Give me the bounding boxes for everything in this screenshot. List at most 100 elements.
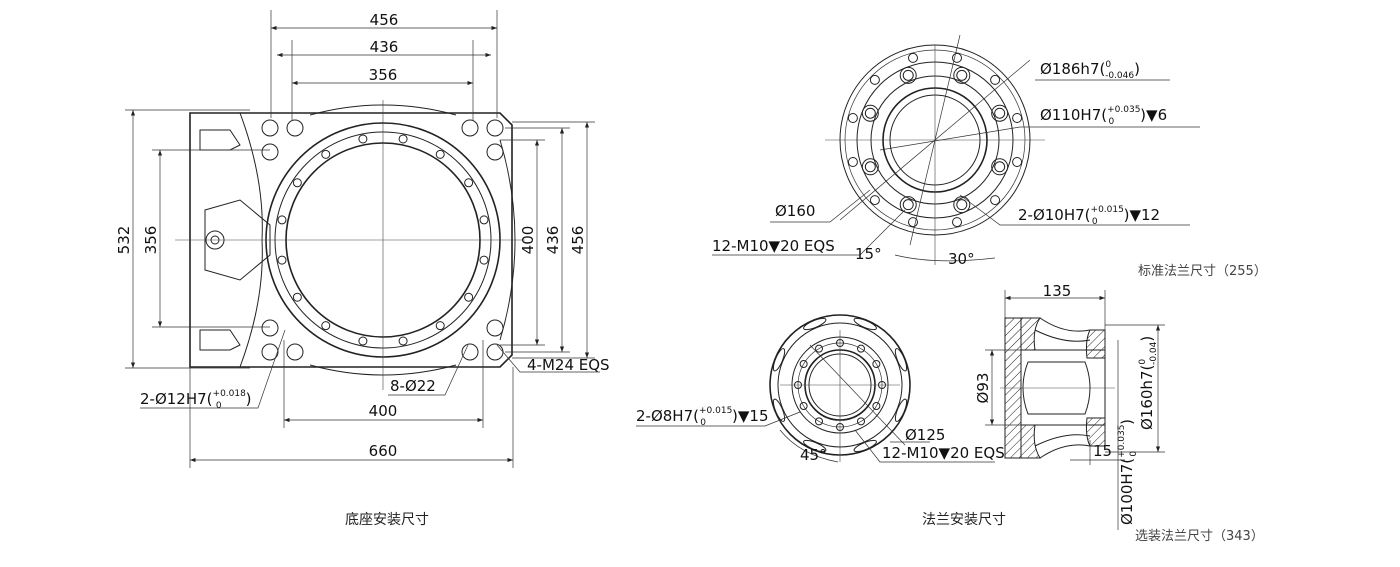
counterbore-hole: [861, 158, 879, 176]
slot: [853, 439, 877, 453]
counterbore-hole: [991, 104, 1009, 122]
dim-356: 356: [369, 66, 398, 84]
dim-400: 400: [369, 402, 398, 420]
bolt-hole: [847, 113, 858, 124]
angle-30: 30°: [948, 250, 975, 268]
counterbore-hole-inner: [956, 199, 968, 211]
dim-660: 660: [369, 442, 398, 460]
dim-532: 532: [115, 226, 133, 255]
bolt-hole: [321, 149, 331, 159]
d160h7-label: Ø160h7(0-0.04): [1138, 336, 1159, 430]
base-view: 456 436 356 532 356 400 436 456 400 660 …: [115, 10, 610, 528]
base-caption: 底座安装尺寸: [345, 512, 429, 528]
dim-400-vertical: 400: [519, 226, 537, 255]
bolt-hole: [799, 402, 808, 410]
bolt-hole: [872, 402, 881, 410]
bolt-hole: [292, 292, 302, 302]
bolt-hole: [435, 321, 445, 331]
counterbore-hole-inner: [864, 161, 876, 173]
counterbore-hole-inner: [864, 107, 876, 119]
bolt-hole: [857, 344, 865, 353]
bolt-hole: [398, 134, 408, 144]
slot: [894, 348, 908, 372]
counterbore-hole-inner: [902, 69, 914, 81]
counterbore-hole: [953, 66, 971, 84]
bolt-hole: [857, 417, 865, 426]
counterbore-hole: [899, 196, 917, 214]
bolt-hole: [321, 321, 331, 331]
bolt-hole: [435, 149, 445, 159]
angle-15: 15°: [855, 245, 882, 263]
dim-356-vertical: 356: [142, 226, 160, 255]
counterbore-hole: [953, 196, 971, 214]
d125-label: Ø125: [905, 426, 945, 444]
counterbore-hole-inner: [994, 161, 1006, 173]
optional-flange-caption: 选装法兰尺寸（343）: [1135, 529, 1264, 544]
bolt-hole: [908, 52, 919, 63]
bolt-hole: [951, 217, 962, 228]
dim-436: 436: [370, 38, 399, 56]
standard-flange-caption: 标准法兰尺寸（255）: [1138, 264, 1267, 279]
bolt-hole: [464, 178, 474, 188]
bolt-hole: [1012, 156, 1023, 167]
dim-456: 456: [370, 11, 399, 29]
dim-436-vertical: 436: [544, 226, 562, 255]
bolt-hole: [1012, 113, 1023, 124]
bolts-label: 12-M10▼20 EQS: [712, 237, 835, 255]
slot: [853, 317, 877, 331]
bolt-hole: [990, 195, 1001, 206]
bolt-hole: [358, 336, 368, 346]
bolt-hole: [951, 52, 962, 63]
standard-flange-holes: [847, 52, 1023, 228]
bolt-ring: [277, 134, 489, 346]
d93-label: Ø93: [974, 373, 992, 404]
slot: [803, 317, 827, 331]
counterbore-hole: [861, 104, 879, 122]
base-hole-label: 8-Ø22: [390, 377, 436, 395]
bolt-hole: [847, 156, 858, 167]
bolt-hole: [815, 417, 823, 426]
bolt-hole: [398, 336, 408, 346]
angle-45: 45°: [800, 446, 827, 464]
bolt-hole: [799, 360, 808, 368]
bolt-hole: [277, 215, 287, 225]
counterbore-hole: [991, 158, 1009, 176]
bolt-hole: [815, 344, 823, 353]
slot: [772, 398, 786, 422]
counterbore-hole-inner: [956, 69, 968, 81]
bolt-hole: [479, 255, 489, 265]
bolt-hole: [358, 134, 368, 144]
bolt-hole: [869, 195, 880, 206]
base-corner-holes: [261, 119, 504, 361]
base-dimensions: [125, 10, 600, 468]
bolt-hole: [908, 217, 919, 228]
len-15: 15: [1093, 442, 1112, 460]
bolt-hole: [292, 178, 302, 188]
mount-slots: [772, 317, 908, 453]
bolt-hole: [869, 74, 880, 85]
slot: [803, 439, 827, 453]
len-135: 135: [1043, 282, 1072, 300]
dim-456-vertical: 456: [569, 226, 587, 255]
bolt-hole: [277, 255, 287, 265]
slot: [772, 348, 786, 372]
bolt-hole: [479, 215, 489, 225]
bolt-hole: [990, 74, 1001, 85]
counterbore-hole-inner: [902, 199, 914, 211]
bolt-hole: [872, 360, 881, 368]
flange-mount-caption: 法兰安装尺寸: [922, 512, 1006, 528]
mount-bolts-label: 12-M10▼20 EQS: [882, 444, 1005, 462]
slot: [894, 398, 908, 422]
d160-label: Ø160: [775, 202, 815, 220]
d186-label: Ø186h7(0-0.046): [1040, 60, 1140, 81]
counterbore-hole-inner: [994, 107, 1006, 119]
